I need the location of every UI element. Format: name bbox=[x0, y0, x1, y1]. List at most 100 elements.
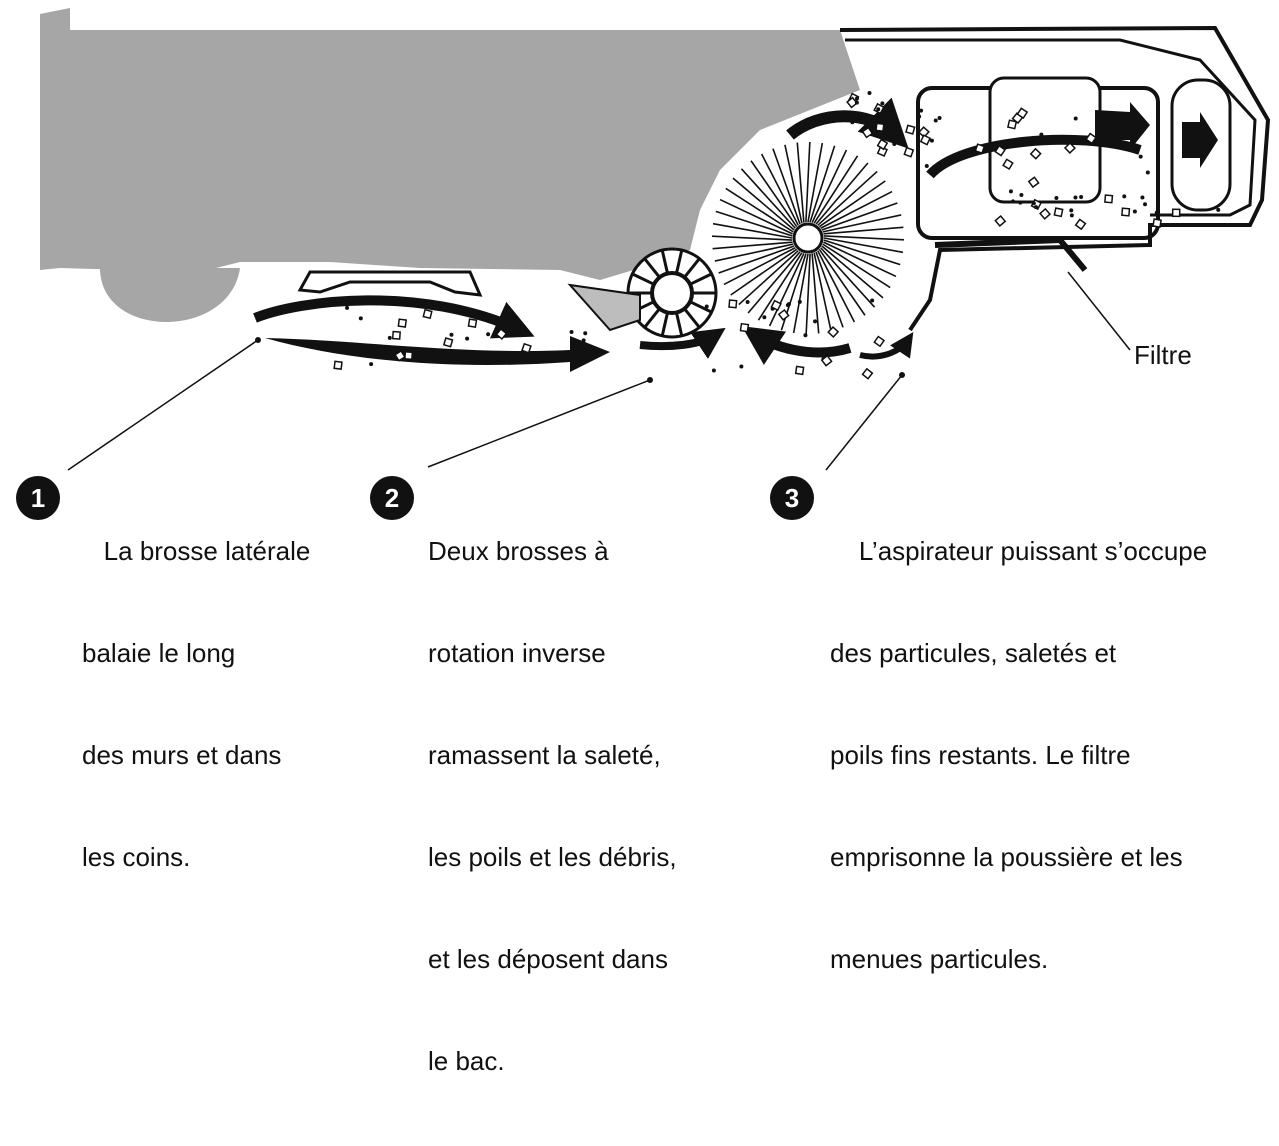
brush-bristle bbox=[715, 210, 793, 237]
step-1-number-badge: 1 bbox=[16, 476, 60, 520]
brush-paddle bbox=[689, 272, 713, 286]
filter-label: Filtre bbox=[1134, 340, 1192, 370]
brush-bristle bbox=[792, 253, 809, 334]
leader-dot-3 bbox=[899, 372, 905, 378]
debris-particle bbox=[873, 335, 886, 348]
filter-chamber bbox=[1170, 78, 1232, 212]
brush-paddle bbox=[660, 312, 670, 337]
dust-dot bbox=[813, 319, 818, 324]
brush-bristle bbox=[817, 250, 856, 323]
dust-dot bbox=[1039, 132, 1044, 137]
brush-bristle bbox=[730, 248, 798, 296]
brush-bristle bbox=[807, 142, 824, 223]
dust-dot bbox=[785, 303, 790, 308]
step-2-number-badge: 2 bbox=[370, 476, 414, 520]
dust-dot bbox=[876, 107, 881, 112]
brush-paddle bbox=[643, 307, 661, 329]
brush-bristle bbox=[823, 241, 897, 278]
dust-dot bbox=[1073, 195, 1078, 200]
brush-bristle bbox=[818, 180, 886, 228]
step-2-line: les poils et les débris, bbox=[428, 842, 677, 872]
dust-dot bbox=[451, 360, 456, 365]
dust-dot bbox=[465, 336, 470, 341]
dust-dot bbox=[1069, 213, 1074, 218]
step-3-number-badge: 3 bbox=[770, 476, 814, 520]
debris-particle bbox=[467, 318, 478, 328]
leader-line-1 bbox=[67, 339, 259, 471]
debris-particle bbox=[1016, 107, 1029, 120]
brush-bristle bbox=[805, 253, 811, 335]
step-2-line: Deux brosses à bbox=[428, 536, 609, 566]
debris-particle bbox=[777, 308, 790, 321]
dust-dot bbox=[1143, 202, 1148, 207]
debris-particle bbox=[1085, 132, 1097, 145]
dust-dot bbox=[569, 330, 574, 335]
step-3-line: menues particules. bbox=[830, 944, 1049, 974]
debris-particle bbox=[1029, 147, 1042, 160]
robot-body bbox=[40, 8, 860, 280]
debris-particle bbox=[333, 360, 343, 370]
debris-particle bbox=[820, 354, 833, 367]
dust-dot bbox=[1132, 209, 1137, 214]
brush-bristle bbox=[813, 252, 832, 332]
debris-particle bbox=[794, 365, 805, 376]
brush-bristle bbox=[738, 250, 799, 306]
debris-particle bbox=[974, 143, 986, 155]
debris-particle bbox=[391, 330, 401, 340]
dust-dot bbox=[1216, 207, 1221, 212]
debris-particle bbox=[404, 351, 414, 361]
brush-paddle bbox=[674, 312, 684, 337]
brush-bristle bbox=[711, 235, 793, 241]
brush-paddle bbox=[631, 272, 655, 286]
dust-dot bbox=[867, 91, 872, 96]
debris-particle bbox=[1121, 207, 1131, 217]
debris-particle bbox=[1006, 119, 1018, 130]
brush-paddle bbox=[683, 257, 701, 279]
brush-bristle bbox=[817, 170, 878, 226]
debris-particle bbox=[875, 122, 885, 133]
debris-particle bbox=[1063, 141, 1076, 155]
brush-bristle bbox=[747, 251, 801, 314]
middle-arrow bbox=[639, 327, 726, 359]
brush-bristle bbox=[823, 235, 905, 241]
dust-dot bbox=[345, 305, 350, 310]
step-1-line: des murs et dans bbox=[82, 740, 282, 770]
vacuum-arrow bbox=[859, 332, 914, 360]
step-1-line: balaie le long bbox=[82, 638, 236, 668]
brush-bristle bbox=[784, 144, 803, 224]
brush-paddle bbox=[674, 249, 684, 274]
leader-dot-1 bbox=[255, 337, 261, 343]
dust-dot bbox=[704, 304, 709, 309]
main-brush bbox=[711, 141, 905, 335]
brush-bristle bbox=[768, 253, 805, 327]
brush-bristle bbox=[823, 226, 904, 235]
debris-particle bbox=[994, 214, 1007, 227]
leader-line-2 bbox=[427, 379, 651, 468]
brush-bristle bbox=[822, 243, 891, 289]
debris-particle bbox=[846, 96, 859, 109]
debris-particle bbox=[442, 337, 454, 348]
brush-bristle bbox=[772, 148, 801, 225]
brush-bristle bbox=[820, 247, 876, 308]
step-2-line: rotation inverse bbox=[428, 638, 606, 668]
step-3-line: des particules, saletés et bbox=[830, 638, 1117, 668]
step-1-line: les coins. bbox=[82, 842, 191, 872]
brush-bristle bbox=[821, 245, 884, 299]
dust-dot bbox=[364, 349, 369, 354]
dust-dot bbox=[1018, 200, 1023, 205]
debris-particle bbox=[861, 367, 874, 380]
brush-bristle bbox=[821, 202, 898, 231]
step-3-line: L’aspirateur puissant s’occupe bbox=[830, 536, 1208, 566]
debris-particle bbox=[1039, 207, 1052, 220]
debris-particle bbox=[861, 126, 874, 139]
brush-bristle bbox=[820, 190, 893, 229]
brush-bristle bbox=[712, 222, 793, 239]
dust-dot bbox=[803, 333, 808, 338]
dust-dot bbox=[1140, 195, 1145, 200]
leader-dot-2 bbox=[647, 377, 653, 383]
step-3-description: L’aspirateur puissant s’occupe des parti… bbox=[830, 466, 1207, 1044]
debris-particle bbox=[1027, 176, 1040, 189]
leader-line-filter bbox=[1067, 271, 1131, 351]
side-brush bbox=[297, 270, 483, 297]
step-1-description: La brosse latérale balaie le long des mu… bbox=[82, 466, 310, 942]
